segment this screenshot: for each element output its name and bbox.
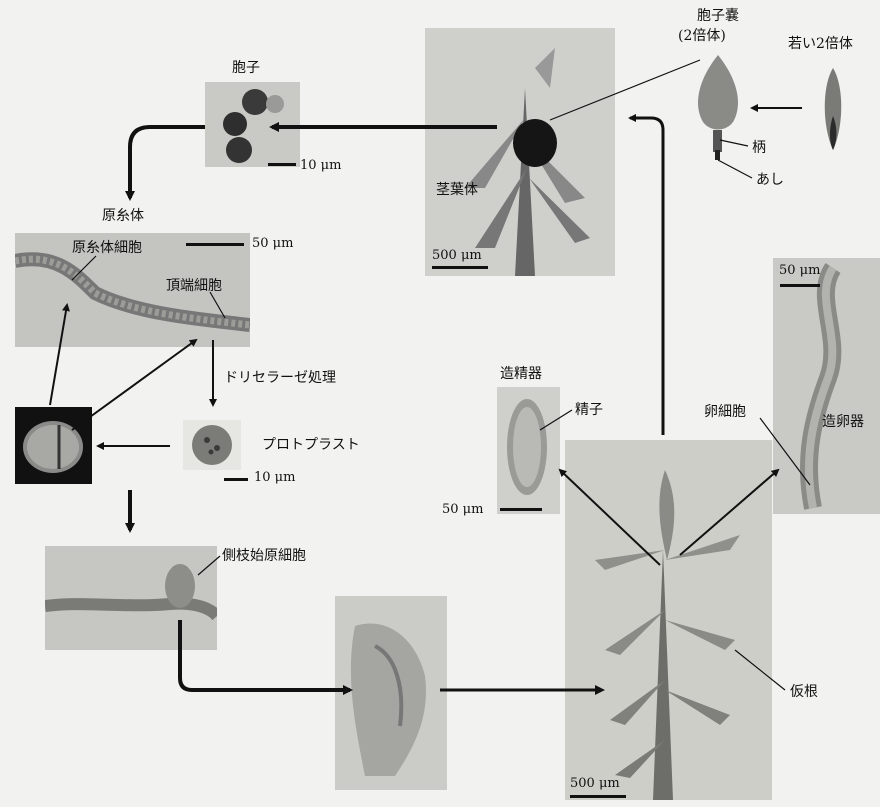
moss-plant-scale-label: 500 μm [570, 776, 620, 791]
antheridium-label: 造精器 [500, 366, 542, 382]
protonema-cell-label: 原糸体細胞 [72, 240, 142, 256]
antheridium-scale-label: 50 μm [442, 502, 483, 517]
apical-cell-label: 頂端細胞 [166, 278, 222, 294]
young-diploid-drawing [818, 66, 848, 152]
gametophore-scale-label: 500 μm [432, 248, 482, 263]
archegonium-label: 造卵器 [822, 414, 864, 430]
side-branch-cell-label: 側枝始原細胞 [222, 548, 306, 564]
rhizoid-label: 仮根 [790, 684, 818, 700]
archegonium-scale-label: 50 μm [779, 263, 820, 278]
regenerating-cell-photo [15, 407, 92, 484]
protonema-scale-bar [186, 243, 244, 246]
spore-scale-label: 10 μm [300, 158, 341, 173]
archegonium-scale-bar [780, 284, 820, 287]
arrow-spore-to-protonema [130, 127, 205, 198]
stalk-label: 柄 [752, 140, 766, 156]
antheridium-photo [497, 387, 560, 514]
sporangium-drawing [688, 50, 748, 165]
spore-scale-bar [268, 163, 296, 166]
sperm-label: 精子 [575, 402, 603, 418]
archegonium-photo [773, 258, 880, 514]
side-branch-photo [45, 546, 217, 650]
foot-label: あし [756, 172, 784, 188]
protonema-label: 原糸体 [102, 208, 144, 224]
spore-label: 胞子 [232, 60, 260, 76]
protoplast-scale-bar [224, 478, 248, 481]
moss-plant-scale-bar [570, 795, 626, 798]
moss-plant-photo [565, 440, 772, 800]
egg-cell-label: 卵細胞 [704, 404, 746, 420]
bud-photo [335, 596, 447, 790]
protonema-scale-label: 50 μm [252, 236, 293, 251]
sporangium-label: 胞子嚢 [697, 8, 739, 24]
protoplast-photo [183, 420, 241, 470]
young-diploid-label: 若い2倍体 [788, 36, 853, 52]
gametophore-label: 茎葉体 [436, 182, 478, 198]
driselase-label: ドリセラーゼ処理 [224, 370, 336, 386]
gametophore-scale-bar [432, 266, 488, 269]
spore-photo [205, 82, 300, 167]
protoplast-scale-label: 10 μm [254, 470, 295, 485]
gametophore-photo [425, 28, 615, 276]
arrow-plant-to-gametophore [630, 118, 663, 435]
sporangium-diploid-label: (2倍体) [678, 28, 726, 44]
antheridium-scale-bar [500, 508, 542, 511]
protoplast-label: プロトプラスト [262, 437, 360, 453]
